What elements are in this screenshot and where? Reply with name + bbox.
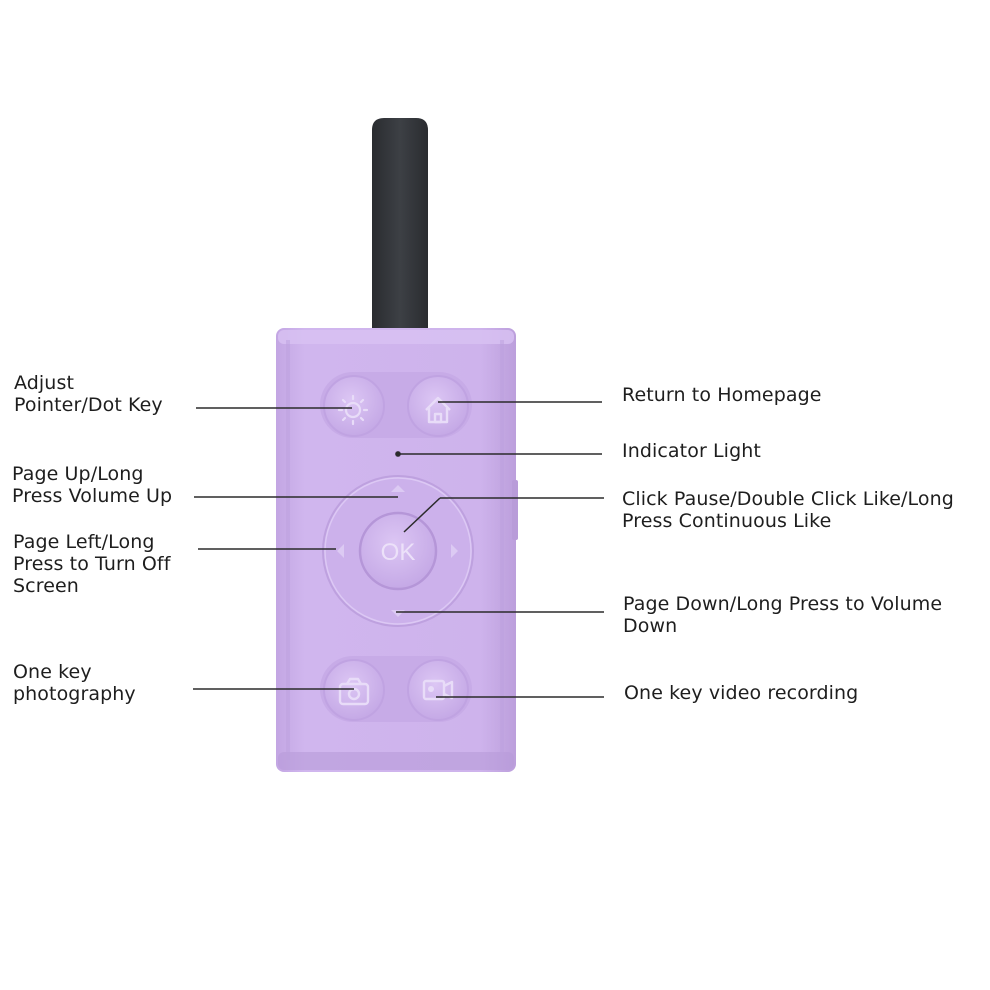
callout-lines xyxy=(193,401,604,698)
sun-icon xyxy=(337,394,369,426)
label-line: One key video recording xyxy=(624,682,859,704)
label-video-recording: One key video recording xyxy=(624,682,858,704)
label-line: photography xyxy=(13,683,136,705)
label-line: Down xyxy=(623,615,678,637)
label-line: Pointer/Dot Key xyxy=(14,394,163,416)
pointer-button[interactable] xyxy=(323,375,385,437)
label-line: Press to Turn Off xyxy=(13,553,171,575)
label-line: Adjust xyxy=(14,372,74,394)
video-button[interactable] xyxy=(407,659,469,721)
label-line: Page Up/Long xyxy=(12,463,144,485)
label-indicator-light: Indicator Light xyxy=(622,440,761,462)
home-icon xyxy=(425,396,451,424)
label-adjust-pointer: Adjust Pointer/Dot Key xyxy=(14,372,163,416)
label-page-left: Page Left/Long Press to Turn Off Screen xyxy=(13,531,171,597)
video-camera-icon xyxy=(422,679,454,701)
arrow-right-icon xyxy=(451,544,458,558)
label-line: Click Pause/Double Click Like/Long xyxy=(622,488,954,510)
strap xyxy=(372,118,428,340)
arrow-left-icon xyxy=(337,544,344,558)
label-line: Page Left/Long xyxy=(13,531,155,553)
label-return-home: Return to Homepage xyxy=(622,384,822,406)
label-photography: One key photography xyxy=(13,661,136,705)
label-page-down: Page Down/Long Press to Volume Down xyxy=(623,593,942,637)
arrow-up-icon xyxy=(391,485,405,492)
home-button[interactable] xyxy=(407,375,469,437)
top-button-pair xyxy=(320,372,472,438)
label-line: Screen xyxy=(13,575,79,597)
label-line: Press Continuous Like xyxy=(622,510,832,532)
label-line: Return to Homepage xyxy=(622,384,822,406)
ok-button[interactable] xyxy=(358,511,438,591)
label-line: One key xyxy=(13,661,92,683)
bottom-button-pair xyxy=(320,656,472,722)
label-page-up: Page Up/Long Press Volume Up xyxy=(12,463,172,507)
label-click-pause: Click Pause/Double Click Like/Long Press… xyxy=(622,488,954,532)
callout-dot-light xyxy=(395,451,401,457)
ok-label: OK xyxy=(381,539,416,566)
callout-line-click-diag xyxy=(403,497,441,533)
label-line: Page Down/Long Press to Volume xyxy=(623,593,943,615)
label-line: Indicator Light xyxy=(622,440,761,462)
label-line: Press Volume Up xyxy=(12,485,173,507)
